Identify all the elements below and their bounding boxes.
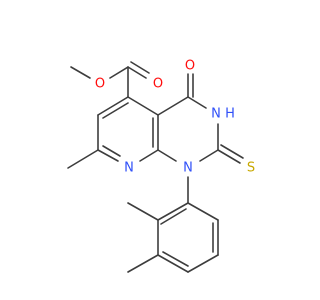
bond-ar3-ar4-b: [162, 251, 189, 267]
bond-c4a-c4: [157, 96, 189, 116]
bonds: [67, 61, 244, 273]
atom-o-ester-single: O: [95, 77, 105, 92]
bond-c6-c5-b: [102, 102, 129, 119]
atom-n-pyridine: N: [124, 161, 134, 176]
bond-ar1-ar2-b: [160, 208, 187, 225]
bond-o-carbonyl: [109, 66, 129, 79]
bond-n8-c7-a: [97, 149, 119, 162]
bond-c6-c5-a: [97, 96, 129, 116]
bond-c5-c4a: [127, 96, 159, 116]
bond-c2-s-a: [217, 149, 241, 164]
atom-nh-hydrogen: H: [225, 107, 235, 122]
bond-c8a-n8: [139, 149, 159, 162]
atom-o-ester-double: O: [153, 77, 163, 92]
bond-n1-c8a: [157, 149, 177, 162]
atom-n-aryl: N: [183, 161, 193, 176]
bond-ar3-ar4-a: [157, 254, 189, 273]
bond-methyl-o: [70, 66, 91, 79]
atom-nh: N: [211, 107, 221, 122]
bond-c2-s-b: [220, 144, 244, 159]
bond-c7-methyl: [67, 149, 99, 169]
bond-c4-n3: [187, 96, 207, 109]
bond-ar1-ar2-a: [157, 202, 189, 221]
bond-carbonyl-o-dbl-a: [127, 66, 147, 79]
bond-ar6-ar1: [187, 202, 219, 221]
bond-carbonyl-o-dbl-b: [130, 61, 150, 74]
atom-s-thione: S: [247, 161, 255, 176]
bond-n8-c7-b: [102, 145, 121, 157]
atom-labels: O O O N H N N S: [95, 59, 255, 176]
molecule-structure: O O O N H N N S: [67, 59, 255, 273]
bond-ar2-methyl: [127, 202, 159, 221]
atom-o-ketone: O: [185, 59, 195, 74]
bond-ar4-ar5: [187, 254, 219, 273]
bond-ar3-methyl: [127, 254, 159, 273]
bond-c2-n1: [199, 149, 219, 162]
